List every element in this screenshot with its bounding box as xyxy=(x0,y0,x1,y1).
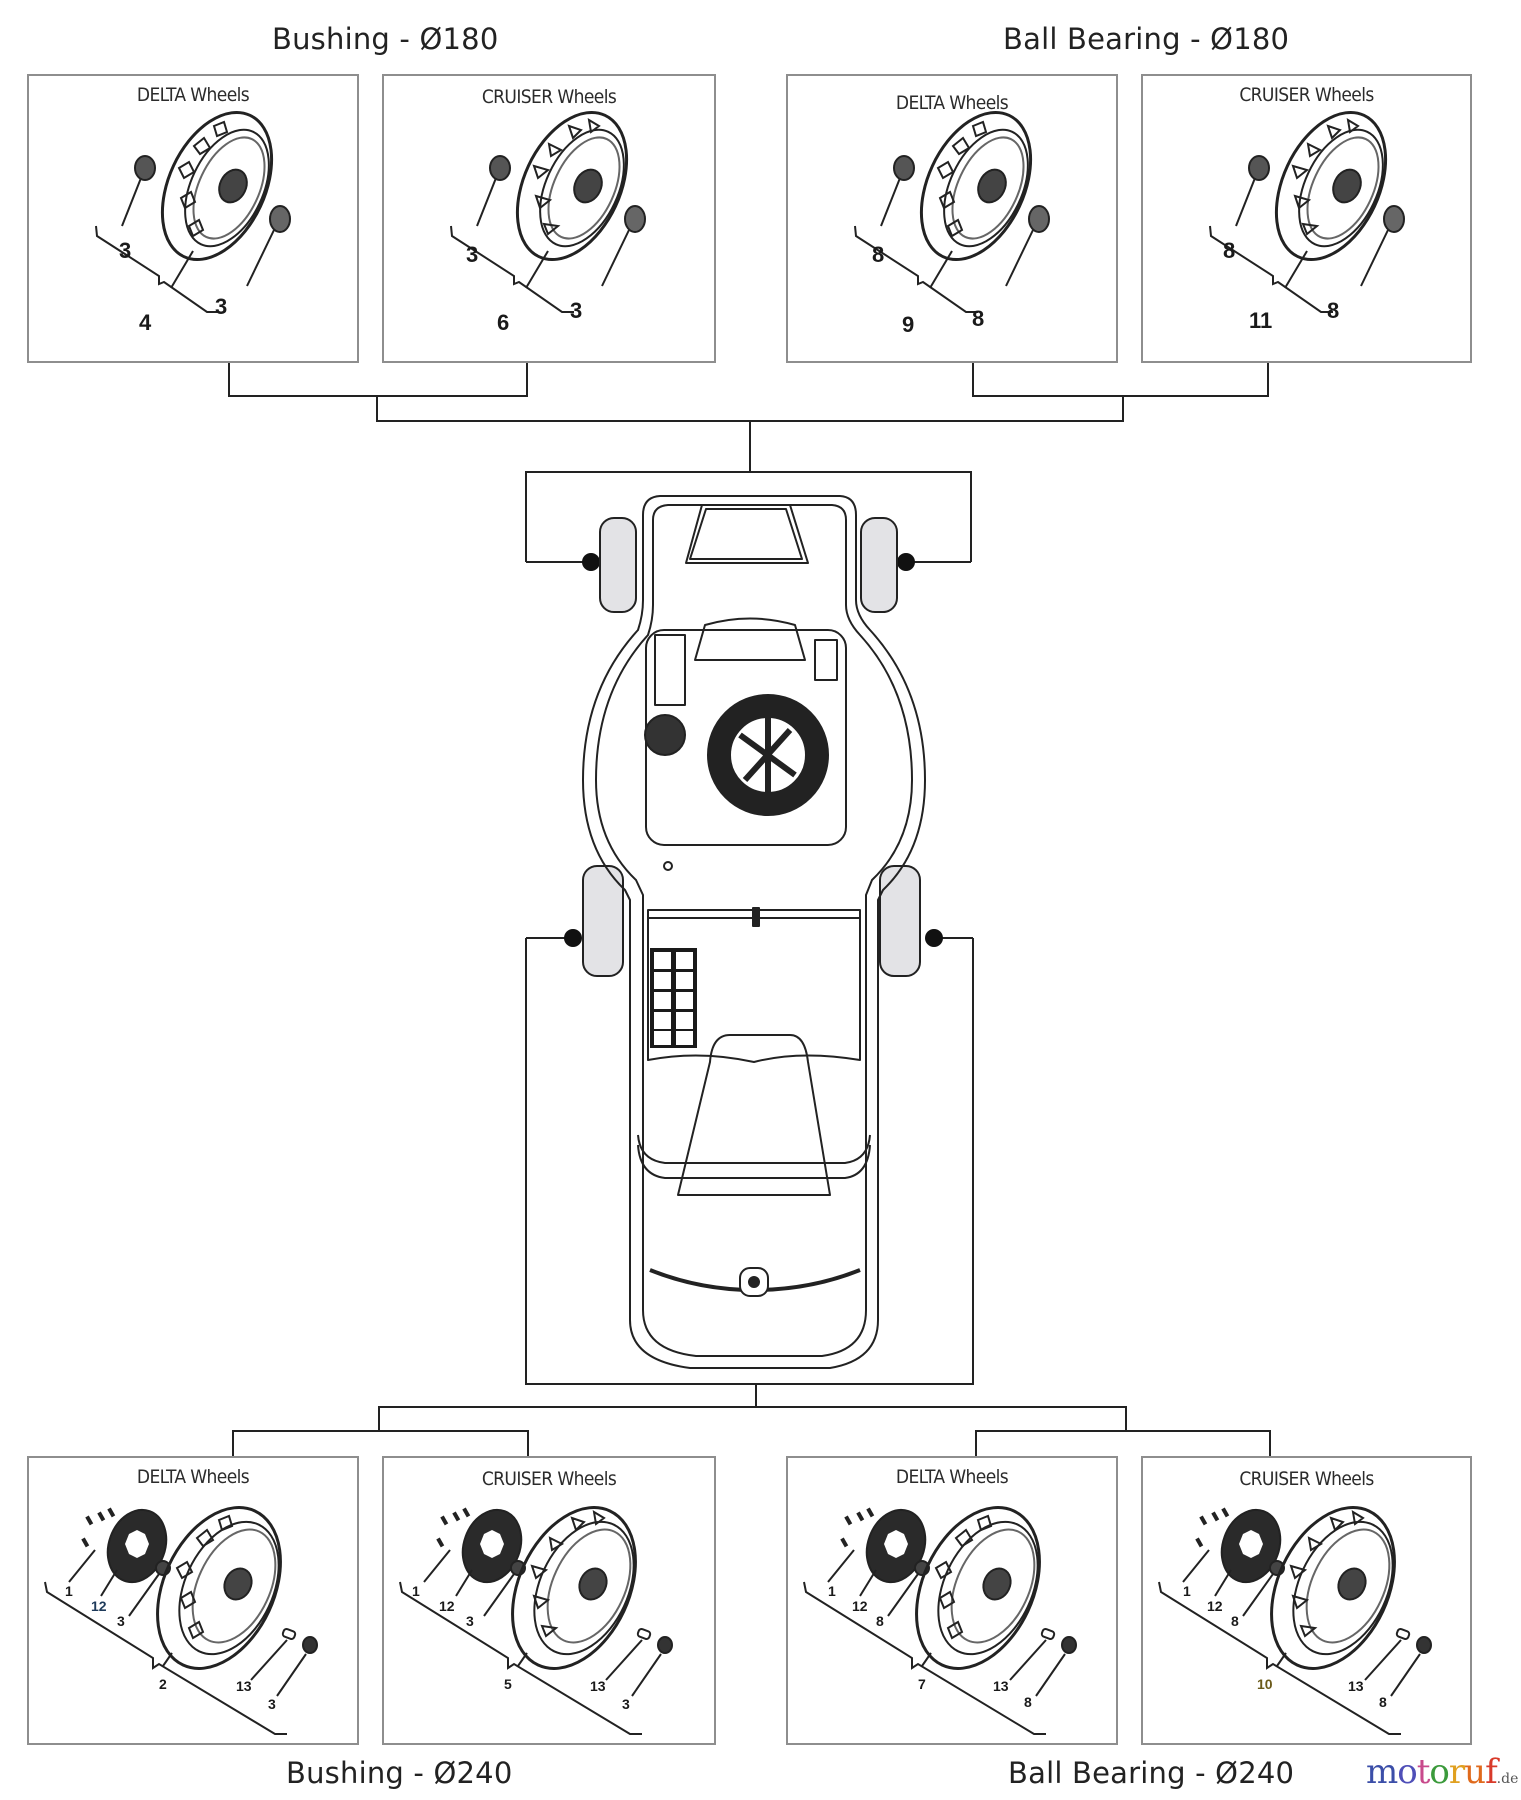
panel-title: DELTA Wheels xyxy=(136,1466,250,1488)
group-title-bushing-180: Bushing - Ø180 xyxy=(272,22,499,56)
panel-title: DELTA Wheels xyxy=(895,1466,1009,1488)
callout: 13 xyxy=(236,1678,252,1694)
callout: 4 xyxy=(139,310,152,335)
group-title-ballbearing-180: Ball Bearing - Ø180 xyxy=(1003,22,1290,56)
cruiser-wheel-small-icon xyxy=(1143,76,1474,365)
callout: 3 xyxy=(119,238,132,263)
panel-title: CRUISER Wheels xyxy=(1239,84,1374,106)
delta-wheel-large-icon xyxy=(788,1458,1120,1747)
cruiser-wheel-small-icon xyxy=(384,76,718,365)
logo-tld: .de xyxy=(1496,1771,1519,1787)
logo-letter: m xyxy=(1366,1752,1398,1792)
logo-letter: o xyxy=(1429,1752,1450,1792)
callout: 3 xyxy=(117,1613,125,1629)
delta-wheel-small-icon xyxy=(788,76,1120,365)
cruiser-wheel-large-icon xyxy=(1143,1458,1474,1747)
cruiser-wheel-large-icon xyxy=(384,1458,718,1747)
logo-letter: f xyxy=(1485,1752,1498,1792)
callout: 13 xyxy=(993,1678,1009,1694)
callout: 12 xyxy=(439,1598,455,1614)
panel-title: DELTA Wheels xyxy=(136,84,250,106)
panel-ballbearing240-delta[interactable]: DELTA Wheels 1 12 8 7 13 8 xyxy=(786,1456,1118,1745)
callout: 8 xyxy=(876,1613,884,1629)
logo-letter: u xyxy=(1464,1752,1486,1792)
callout: 3 xyxy=(622,1696,630,1712)
logo-letter: o xyxy=(1397,1752,1418,1792)
panel-ballbearing240-cruiser[interactable]: CRUISER Wheels 1 12 8 10 13 8 xyxy=(1141,1456,1472,1745)
callout: 7 xyxy=(918,1676,926,1692)
logo-letter: t xyxy=(1416,1752,1431,1792)
callout: 8 xyxy=(972,306,985,331)
callout: 12 xyxy=(1207,1598,1223,1614)
callout: 11 xyxy=(1249,308,1273,333)
callout: 8 xyxy=(1231,1613,1239,1629)
group-title-bushing-240: Bushing - Ø240 xyxy=(286,1756,513,1790)
callout: 9 xyxy=(902,312,915,337)
panel-bushing240-delta[interactable]: DELTA Wheels 1 12 3 2 13 3 xyxy=(27,1456,359,1745)
logo-letter: r xyxy=(1448,1752,1465,1792)
callout: 13 xyxy=(590,1678,606,1694)
callout: 12 xyxy=(91,1598,107,1614)
callout: 6 xyxy=(497,310,510,335)
callout: 10 xyxy=(1257,1676,1273,1692)
panel-ballbearing180-delta[interactable]: DELTA Wheels 8 9 8 xyxy=(786,74,1118,363)
panel-title: CRUISER Wheels xyxy=(1239,1468,1374,1490)
group-title-ballbearing-240: Ball Bearing - Ø240 xyxy=(1008,1756,1295,1790)
callout: 8 xyxy=(1379,1694,1387,1710)
panel-bushing180-cruiser[interactable]: CRUISER Wheels 3 6 3 xyxy=(382,74,716,363)
callout: 8 xyxy=(1327,298,1340,323)
callout: 13 xyxy=(1348,1678,1364,1694)
panel-bushing180-delta[interactable]: DELTA Wheels 3 4 3 xyxy=(27,74,359,363)
callout: 1 xyxy=(828,1583,836,1599)
callout: 12 xyxy=(852,1598,868,1614)
callout: 3 xyxy=(466,242,479,267)
callout: 8 xyxy=(1223,238,1236,263)
connector-dots xyxy=(564,553,943,947)
callout: 8 xyxy=(872,242,885,267)
motoruf-logo: motoruf.de xyxy=(1366,1752,1518,1792)
callout: 1 xyxy=(65,1583,73,1599)
panel-title: DELTA Wheels xyxy=(895,92,1009,114)
callout: 2 xyxy=(159,1676,167,1692)
panel-bushing240-cruiser[interactable]: CRUISER Wheels 1 12 3 5 13 3 xyxy=(382,1456,716,1745)
panel-ballbearing180-cruiser[interactable]: CRUISER Wheels 8 11 8 xyxy=(1141,74,1472,363)
panel-title: CRUISER Wheels xyxy=(481,86,617,108)
callout: 8 xyxy=(1024,1694,1032,1710)
callout: 3 xyxy=(268,1696,276,1712)
callout: 3 xyxy=(466,1613,474,1629)
callout: 5 xyxy=(504,1676,512,1692)
delta-wheel-large-icon xyxy=(29,1458,361,1747)
delta-wheel-small-icon xyxy=(29,76,361,365)
callout: 1 xyxy=(412,1583,420,1599)
callout: 3 xyxy=(570,298,583,323)
panel-title: CRUISER Wheels xyxy=(481,1468,617,1490)
callout: 3 xyxy=(215,294,228,319)
callout: 1 xyxy=(1183,1583,1191,1599)
